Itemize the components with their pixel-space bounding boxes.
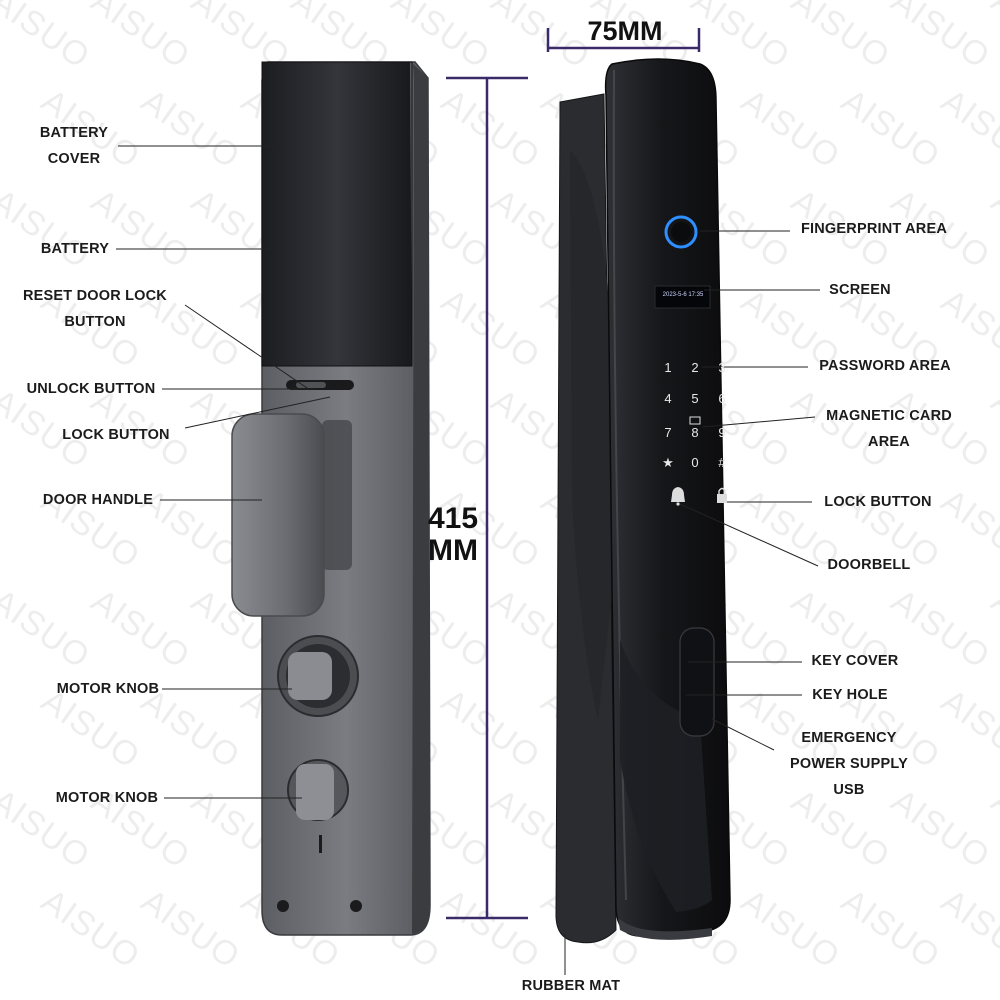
label-emergency-power: EMERGENCY POWER SUPPLY USB [790,730,908,798]
label-battery: BATTERY [40,241,110,257]
inner-panel [231,61,431,936]
keypad: 1 2 3 4 5 6 7 8 9 ★ 0 # [662,360,726,470]
bell-icon [671,487,685,506]
label-fingerprint-area: FINGERPRINT AREA [800,221,948,237]
keypad-key: 6 [718,391,725,406]
keypad-key: 0 [691,455,698,470]
keypad-key: # [718,455,726,470]
keypad-key: 3 [718,360,725,375]
height-dimension-unit: MM [428,534,478,567]
label-password-area: PASSWORD AREA [819,358,951,374]
callout-lines [116,145,820,975]
keypad-key: 4 [664,391,671,406]
width-dimension: 75MM [587,16,663,46]
key-cover [679,627,715,737]
keypad-key: 2 [691,360,698,375]
card-icon [689,416,701,425]
battery-cover [262,62,412,366]
label-motor-knob-1: MOTOR KNOB [56,681,160,697]
label-magnetic-card-area: MAGNETIC CARD AREA [826,408,952,450]
dimension-lines [446,28,701,920]
outer-panel [555,58,731,944]
screen-display [654,285,711,309]
label-motor-knob-2: MOTOR KNOB [55,790,159,806]
door-handle [231,413,325,617]
label-key-cover: KEY COVER [811,653,899,669]
label-lock-button-left: LOCK BUTTON [62,427,170,443]
label-door-handle: DOOR HANDLE [42,492,154,508]
keypad-key: 9 [718,425,725,440]
label-unlock-button: UNLOCK BUTTON [26,381,156,397]
label-rubber-mat: RUBBER MAT [521,978,621,994]
fingerprint-sensor [664,215,698,249]
label-doorbell: DOORBELL [827,557,911,573]
keypad-key: 7 [664,425,671,440]
keypad-key: 1 [664,360,671,375]
label-key-hole: KEY HOLE [812,687,888,703]
label-battery-cover: BATTERY COVER [39,125,109,167]
motor-knob-2 [296,764,334,820]
keypad-key: 8 [691,425,698,440]
keypad-key: ★ [662,455,674,470]
screen-text: 2023-5-6 17:35 [662,292,704,298]
lock-icon [717,487,727,503]
label-reset-button: RESET DOOR LOCK BUTTON [23,288,167,330]
motor-knob-1 [288,652,332,700]
keypad-key: 5 [691,391,698,406]
height-dimension-value: 415 [427,502,479,535]
label-screen: SCREEN [829,282,891,298]
label-lock-button-right: LOCK BUTTON [824,494,932,510]
